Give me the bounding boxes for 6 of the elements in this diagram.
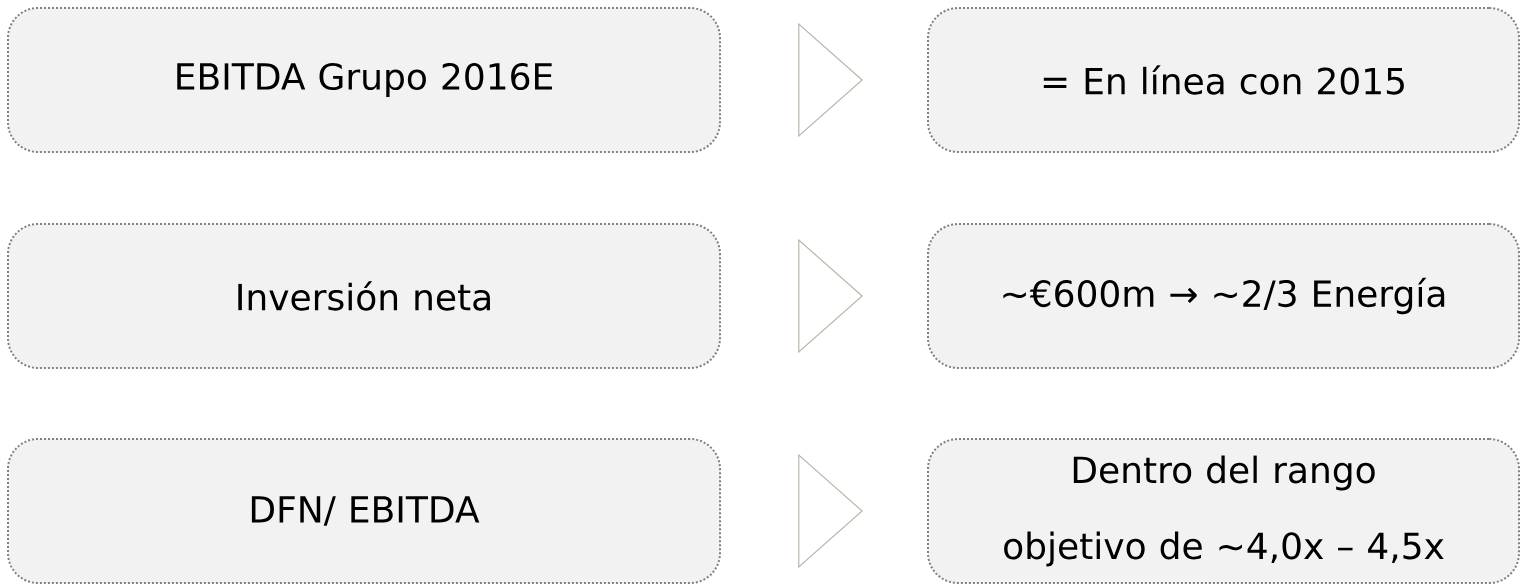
- text-box: DFN/ EBITDA: [7, 438, 721, 584]
- text-box: EBITDA Grupo 2016E: [7, 7, 721, 153]
- text-box: Inversión neta: [7, 223, 721, 369]
- text-box: ~€600m → ~2/3 Energía: [927, 223, 1520, 369]
- text-box: Dentro del rango objetivo de ~4,0x – 4,5x: [927, 438, 1520, 584]
- text-box: = En línea con 2015: [927, 7, 1520, 153]
